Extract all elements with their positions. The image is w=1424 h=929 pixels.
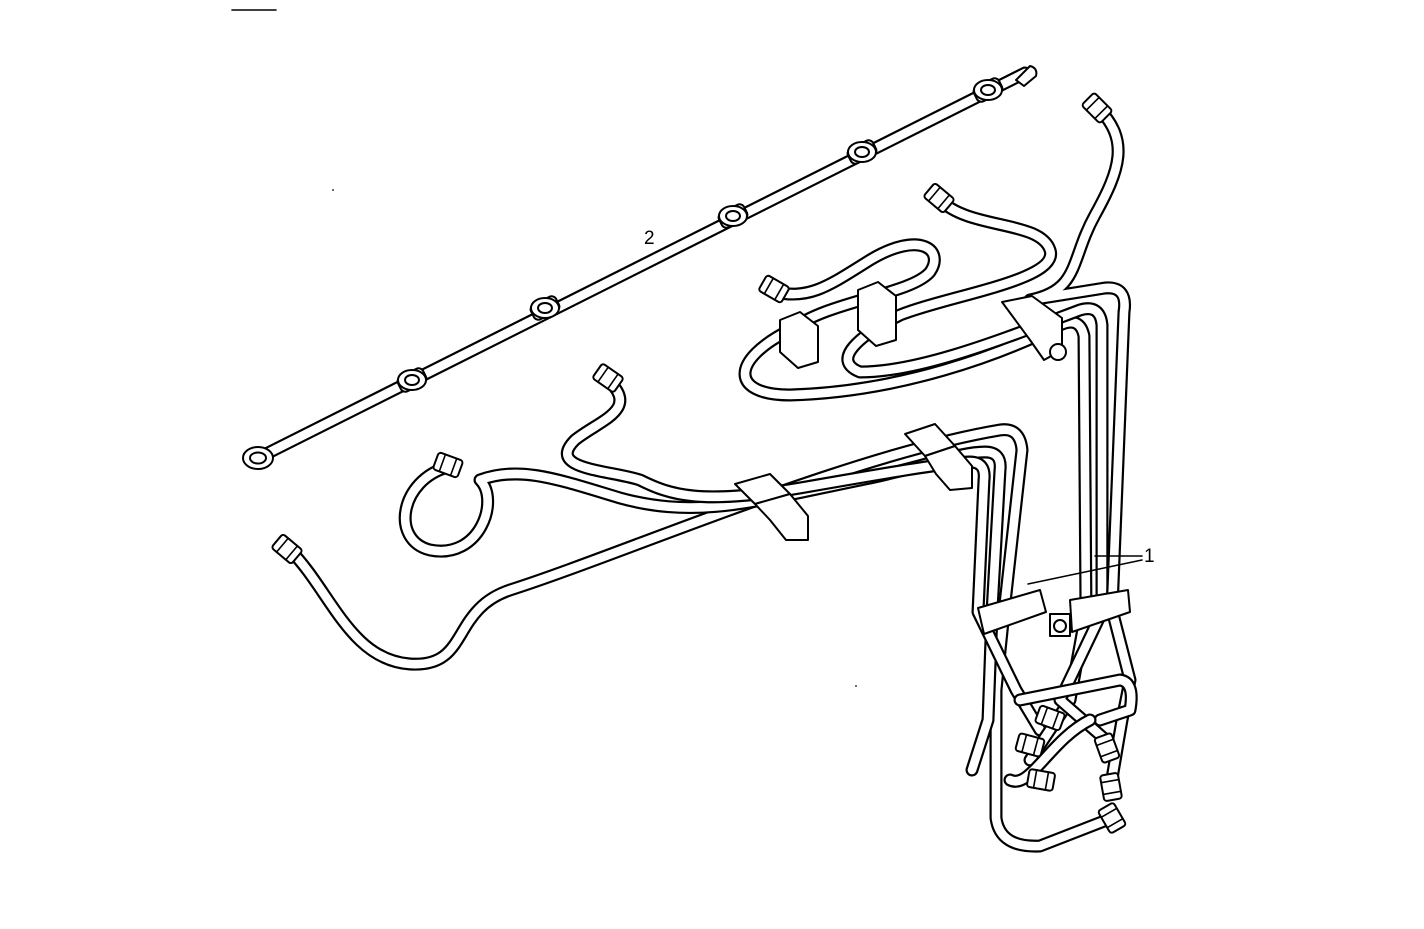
union-nut bbox=[432, 451, 464, 479]
union-nut bbox=[923, 182, 955, 214]
callout-2: 2 bbox=[644, 228, 655, 249]
union-nut bbox=[592, 363, 624, 393]
banjo-fitting bbox=[846, 139, 878, 165]
pipe-clamp bbox=[1049, 589, 1131, 637]
banjo-fitting bbox=[529, 295, 561, 321]
union-nut bbox=[1093, 732, 1121, 764]
banjo-fitting bbox=[972, 77, 1004, 103]
union-nut bbox=[1014, 732, 1046, 758]
banjo-fitting bbox=[717, 203, 749, 229]
union-nut bbox=[271, 533, 303, 565]
injection-pipe-set bbox=[271, 92, 1138, 853]
union-nut bbox=[758, 274, 790, 304]
union-nut bbox=[1099, 772, 1123, 802]
pipe-clamp bbox=[734, 473, 809, 541]
callout-2-label: 2 bbox=[644, 228, 655, 249]
callout-1: 1 bbox=[1027, 546, 1155, 585]
union-nut bbox=[1081, 92, 1113, 124]
scan-marks bbox=[231, 9, 857, 687]
callout-1-label: 1 bbox=[1144, 546, 1155, 567]
pipe-clamp bbox=[1001, 295, 1067, 361]
leak-off-return-line bbox=[242, 65, 1038, 470]
banjo-fitting-end bbox=[242, 446, 274, 470]
banjo-fitting bbox=[396, 367, 428, 393]
union-nut bbox=[1034, 704, 1066, 732]
pipe-clamp bbox=[857, 281, 897, 347]
pipe-clamp bbox=[977, 589, 1047, 635]
pipe-clamp bbox=[779, 311, 819, 369]
union-nut bbox=[1026, 768, 1056, 792]
union-nut bbox=[1097, 802, 1127, 834]
pipe-clamp bbox=[904, 423, 973, 491]
